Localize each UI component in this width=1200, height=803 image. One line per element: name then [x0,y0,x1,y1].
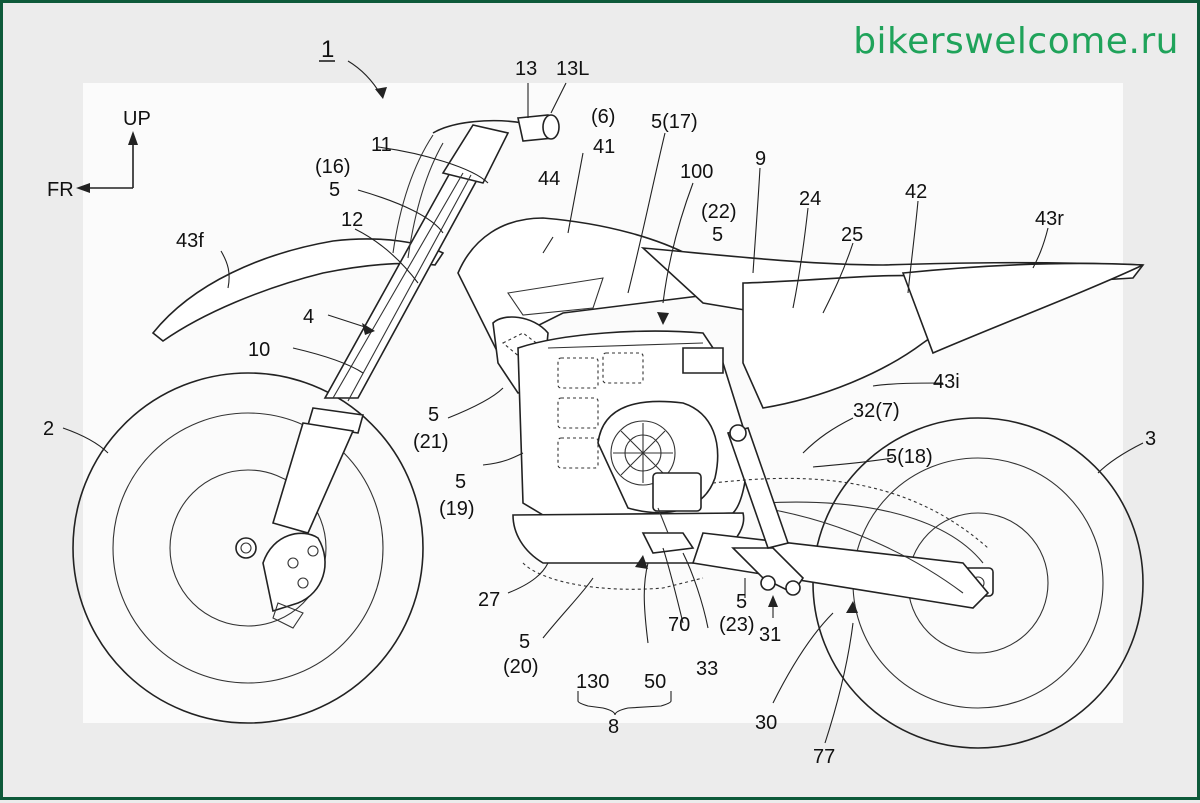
label-130: 130 [576,671,609,693]
label-5-17: 5(17) [651,111,698,133]
label-30: 30 [755,712,777,734]
label-25: 25 [841,224,863,246]
label-5-18: 5(18) [886,446,933,468]
rear-fender [901,262,1144,355]
label-24: 24 [799,188,821,210]
label-6: (6) [591,106,615,128]
front-wheel [72,372,424,724]
label-5-b: 5 [712,224,723,246]
label-19: (19) [439,498,475,520]
watermark-text: bikerswelcome.ru [853,21,1179,62]
main-label: 1 [321,36,334,63]
label-43f: 43f [176,230,204,252]
label-41: 41 [593,136,615,158]
label-13: 13 [515,58,537,80]
label-10: 10 [248,339,270,361]
handlebar [392,114,560,259]
label-16: (16) [315,156,351,178]
label-2: 2 [43,418,54,440]
rear-linkage [682,347,805,596]
label-43i: 43i [933,371,960,393]
label-33: 33 [696,658,718,680]
label-23: (23) [719,614,755,636]
main-label-group: 1 [319,36,387,99]
up-label: UP [123,108,151,130]
label-5-c: 5 [428,404,439,426]
front-fork [272,124,510,534]
front-brake [262,532,326,629]
front-label: FR [47,179,74,201]
drive-chain [712,477,989,549]
label-100: 100 [680,161,713,183]
label-12: 12 [341,209,363,231]
label-5-d: 5 [455,471,466,493]
label-70: 70 [668,614,690,636]
electric-motor [597,400,719,514]
label-4: 4 [303,306,314,328]
label-3: 3 [1145,428,1156,450]
label-42: 42 [905,181,927,203]
label-31: 31 [759,624,781,646]
label-27: 27 [478,589,500,611]
label-8: 8 [608,716,619,738]
label-22: (22) [701,201,737,223]
label-50: 50 [644,671,666,693]
label-5-f: 5 [736,591,747,613]
label-20: (20) [503,656,539,678]
front-fender [151,238,445,342]
foot-peg [641,507,695,554]
label-77: 77 [813,746,835,768]
label-13L: 13L [556,58,589,80]
label-44: 44 [538,168,560,190]
label-21: (21) [413,431,449,453]
label-5-a: 5 [329,179,340,201]
lower-frame-dashed [522,562,704,590]
label-11: 11 [371,134,392,156]
motorcycle-patent-drawing: UP FR 1 [43,36,1156,768]
label-43r: 43r [1035,208,1064,230]
label-5-e: 5 [519,631,530,653]
part-labels: 13 13L (6) 5(17) 41 11 (16) 5 44 100 9 2… [43,58,1156,768]
label-32-7: 32(7) [853,400,900,422]
direction-indicator: UP FR [47,108,151,201]
label-9: 9 [755,148,766,170]
